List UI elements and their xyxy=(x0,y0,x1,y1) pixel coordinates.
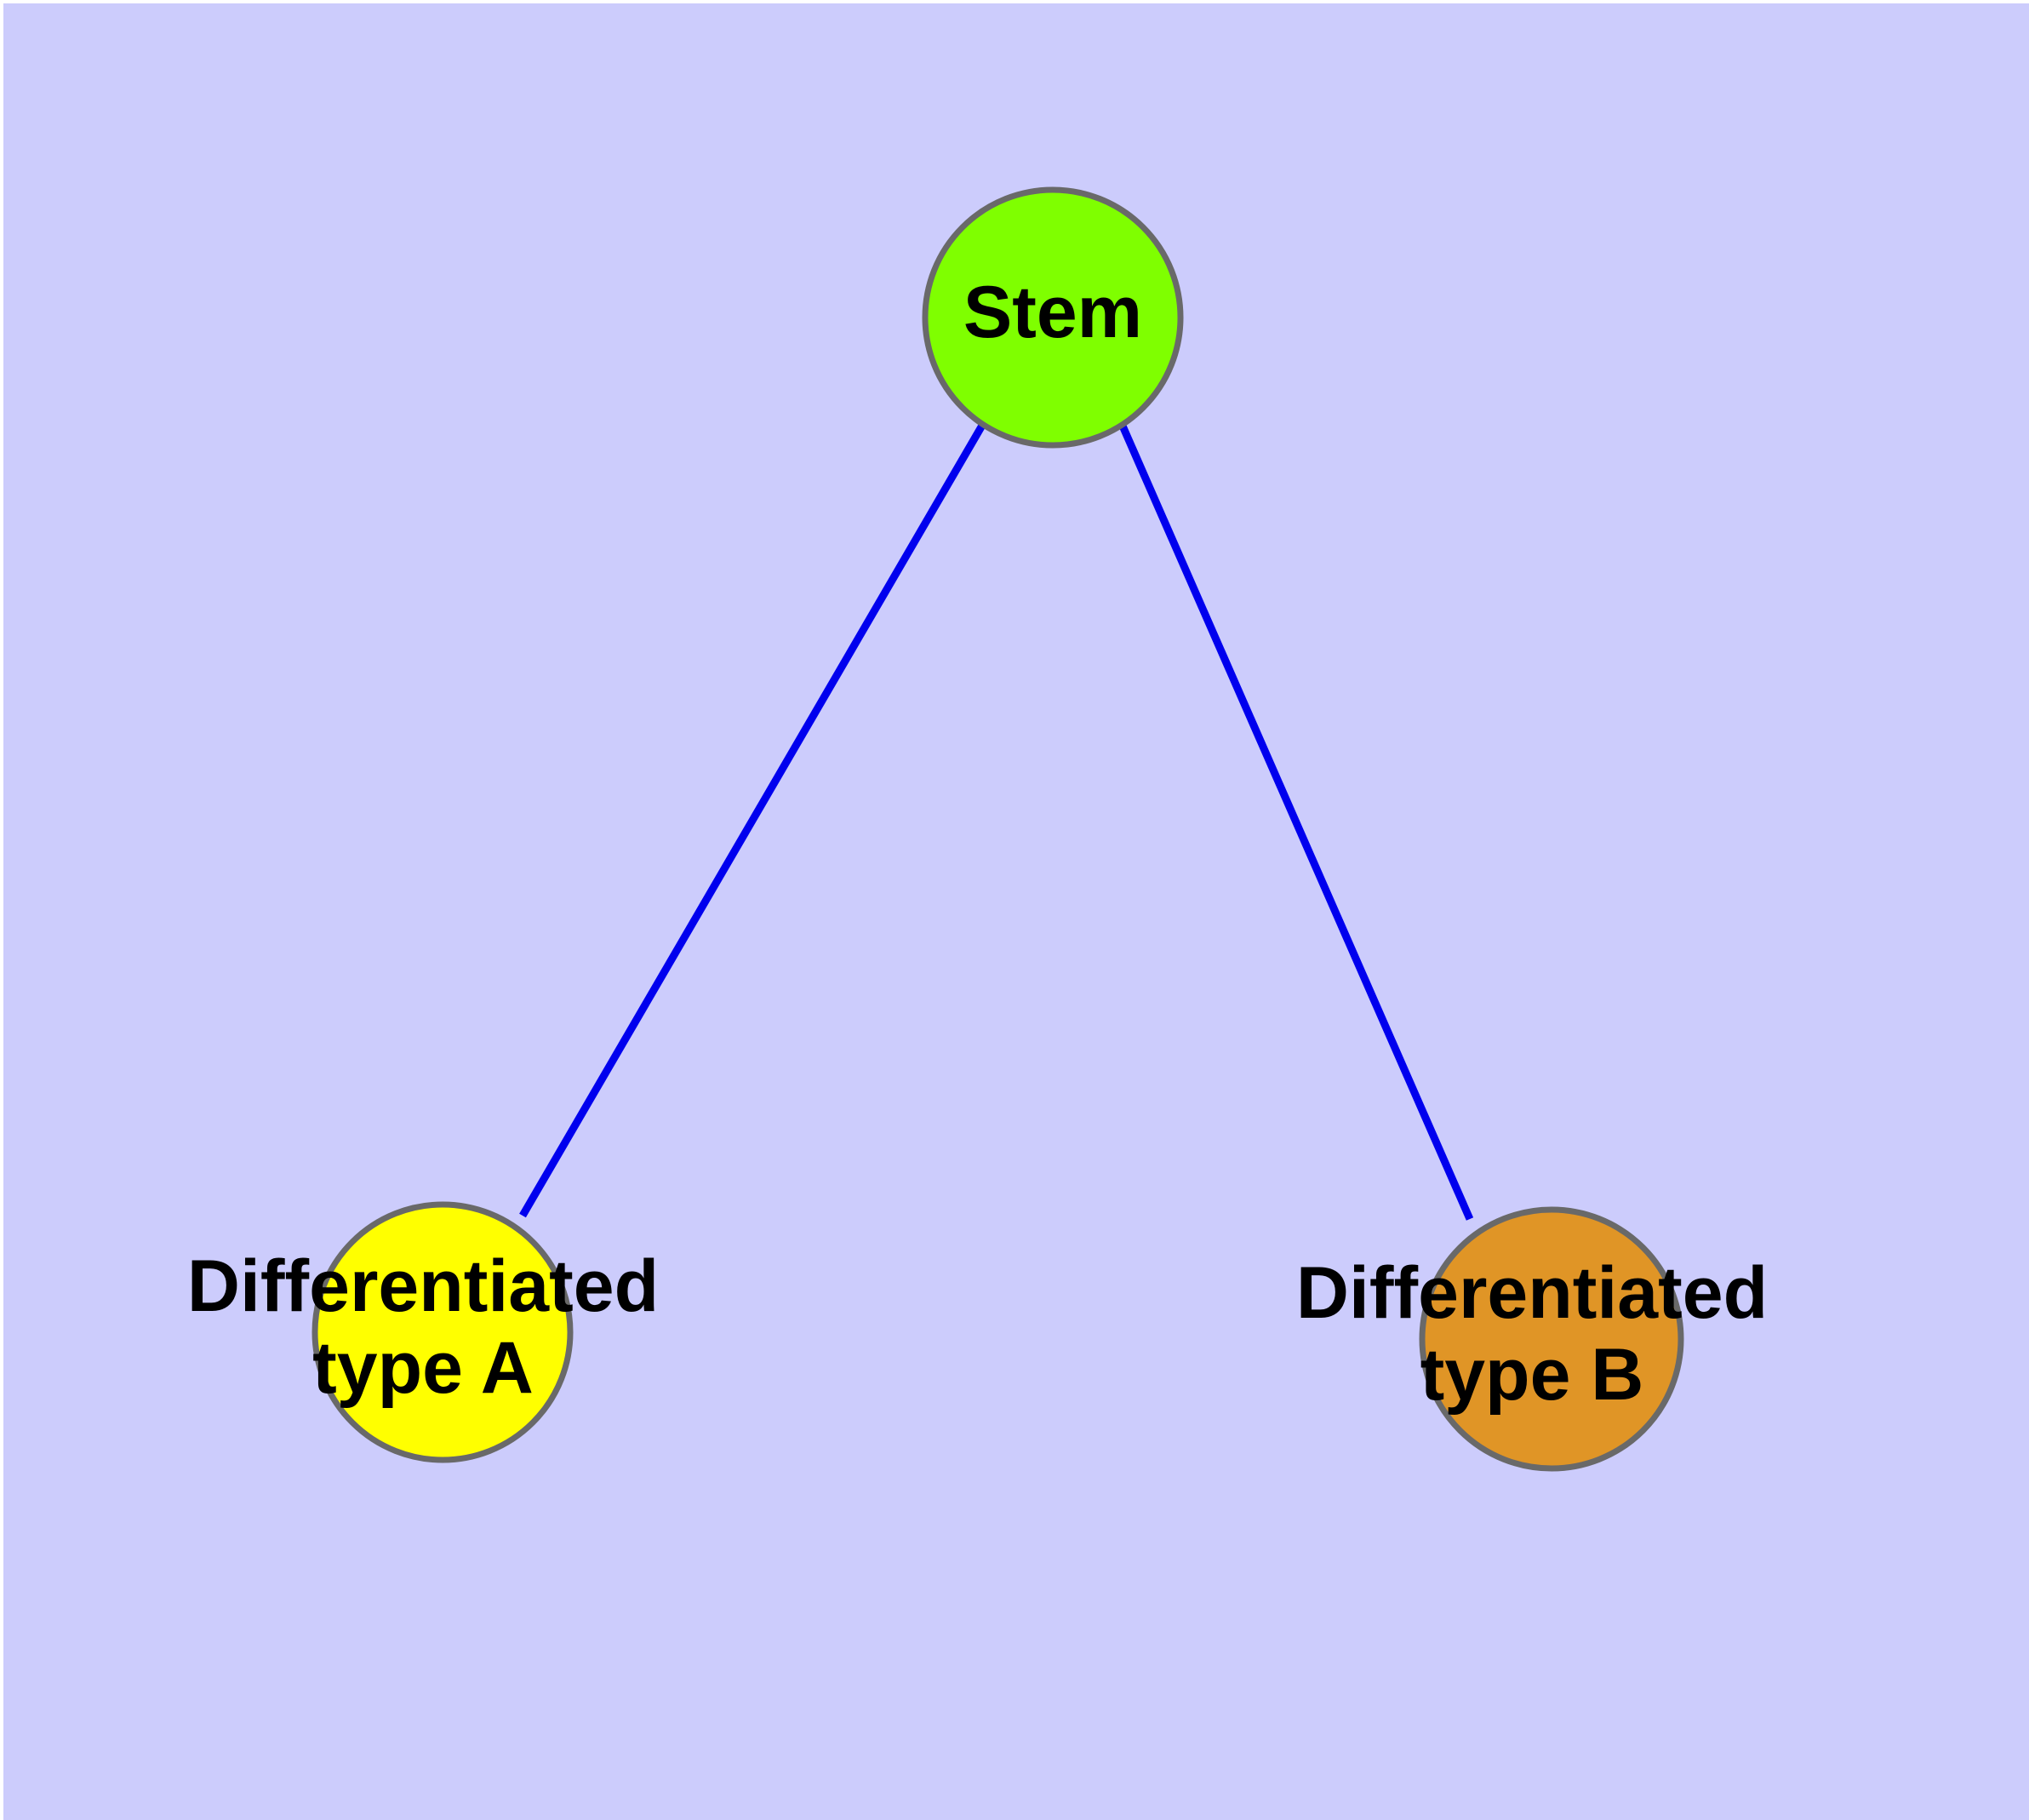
edge-stem-to-a[interactable] xyxy=(519,421,986,1218)
node-label-line: Differentiated xyxy=(187,1245,659,1327)
nodes-group xyxy=(311,186,1684,1472)
node-label-line: type A xyxy=(312,1327,534,1409)
node-stem[interactable] xyxy=(922,186,1184,449)
node-label-line: Differentiated xyxy=(1296,1252,1768,1334)
edges-group xyxy=(519,421,1474,1221)
node-label-line: Stem xyxy=(963,272,1142,353)
node-diff_b[interactable] xyxy=(1419,1206,1684,1472)
node-label-stem: Stem xyxy=(963,272,1142,353)
node-diff_a[interactable] xyxy=(311,1201,574,1463)
edge-stem-to-b[interactable] xyxy=(1117,422,1474,1221)
node-label-line: type B xyxy=(1420,1334,1644,1416)
